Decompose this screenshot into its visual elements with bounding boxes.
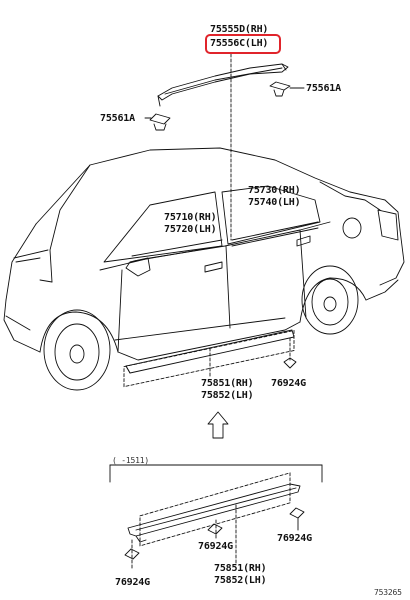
date-bracket xyxy=(109,464,323,483)
roof-molding xyxy=(157,63,289,107)
label-75710: 75710(RH) xyxy=(164,212,217,223)
rocker-molding-top xyxy=(123,329,297,388)
label-75720: 75720(LH) xyxy=(164,224,217,235)
arrow-up xyxy=(207,411,229,439)
label-75851-top: 75851(RH) xyxy=(201,378,254,389)
car-body xyxy=(3,147,405,391)
roof-clip-right xyxy=(269,81,305,97)
label-76924g-top: 76924G xyxy=(271,378,306,389)
label-date-range: ( -1511) xyxy=(112,456,149,465)
label-75852-top: 75852(LH) xyxy=(201,390,254,401)
label-75740: 75740(LH) xyxy=(248,197,301,208)
label-diagram-id: 753265 xyxy=(374,588,402,597)
highlight-box xyxy=(205,34,281,54)
rocker-molding-bottom xyxy=(124,472,305,571)
label-75561a-right: 75561A xyxy=(306,83,341,94)
label-75555d: 75555D(RH) xyxy=(210,24,269,35)
label-76924g-mid: 76924G xyxy=(198,541,233,552)
label-75730: 75730(RH) xyxy=(248,185,301,196)
label-75561a-left: 75561A xyxy=(100,113,135,124)
label-75852-bottom: 75852(LH) xyxy=(214,575,267,586)
label-75851-bottom: 75851(RH) xyxy=(214,563,267,574)
label-76924g-mid-right: 76924G xyxy=(277,533,312,544)
label-75556c: 75556C(LH) xyxy=(210,38,269,49)
label-76924g-bottom-left: 76924G xyxy=(115,577,150,588)
roof-clip-left xyxy=(144,113,171,131)
